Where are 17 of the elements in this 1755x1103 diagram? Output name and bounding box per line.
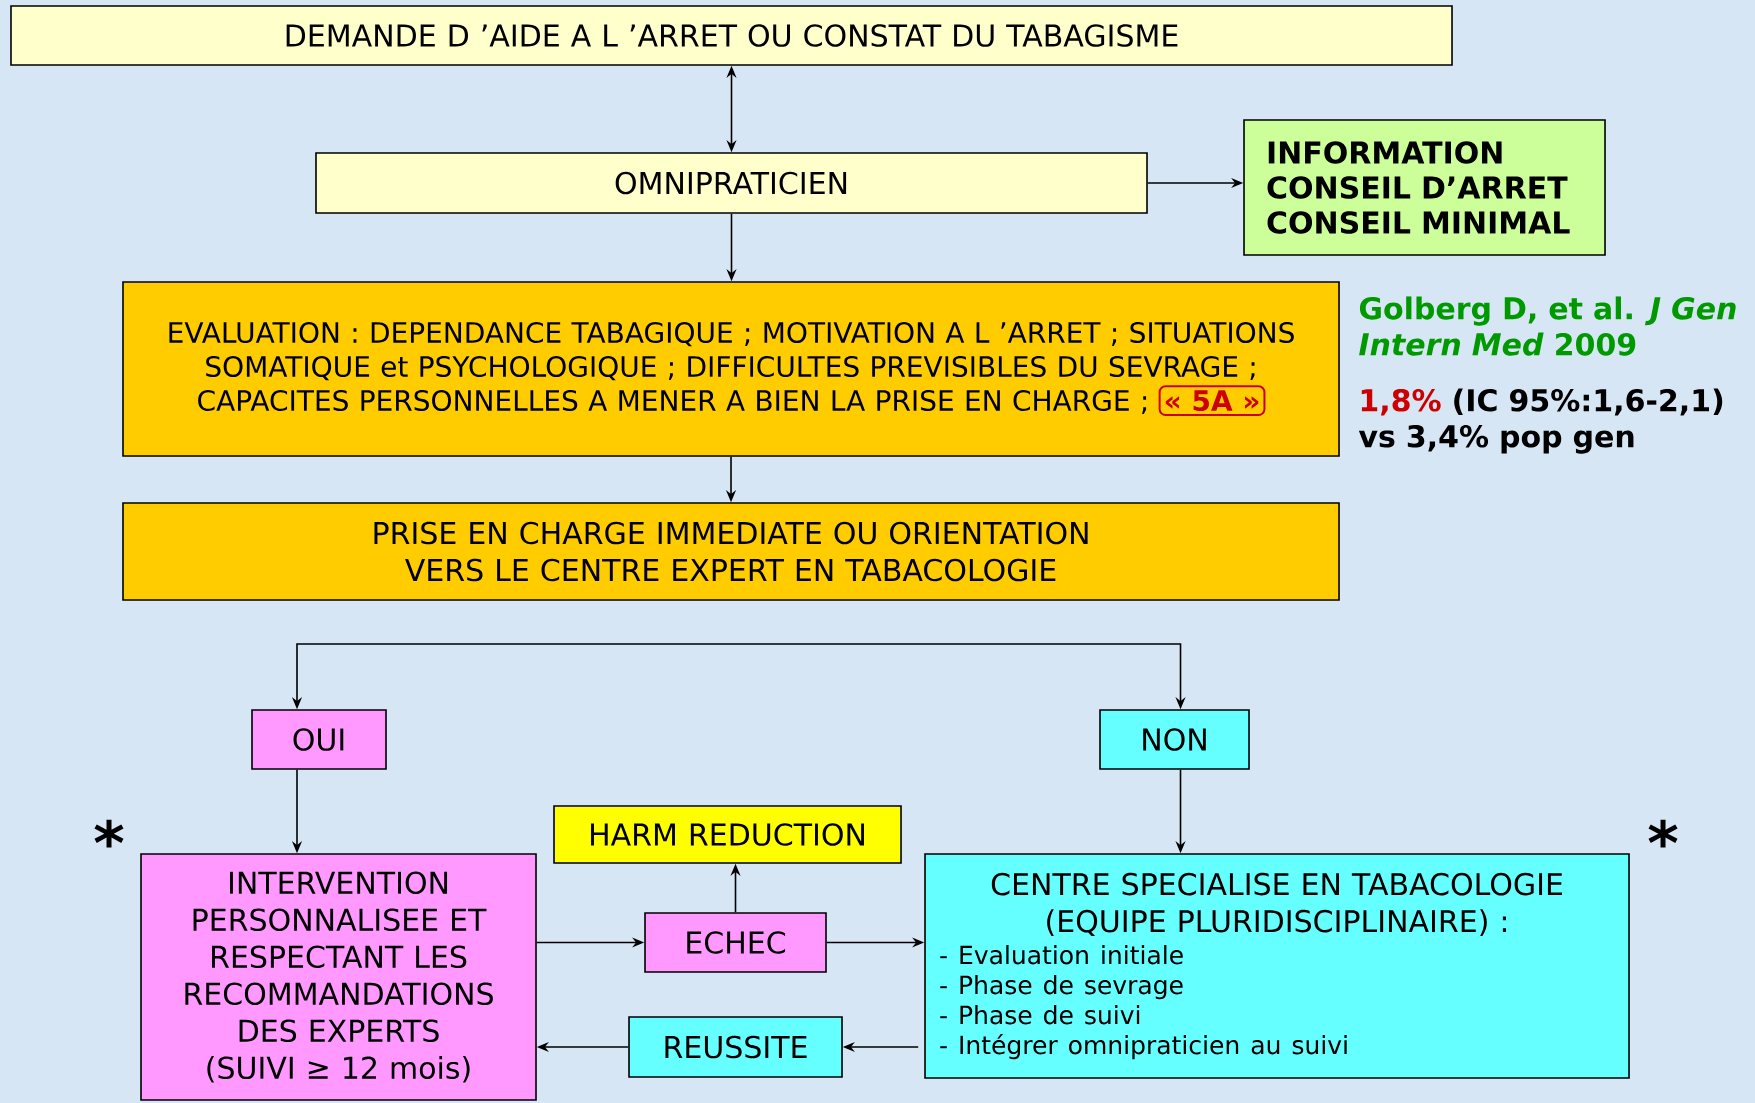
info-box: INFORMATION CONSEIL D’ARRET CONSEIL MINIMAL: [1243, 119, 1606, 256]
process-box: ECHEC: [644, 912, 827, 973]
highlight-box: « 5A »: [1158, 385, 1266, 417]
decision-box: NON: [1099, 709, 1250, 770]
citation-text: Golberg D, et al. J Gen Intern Med 2009: [1359, 296, 1736, 356]
process-box: DEMANDE D ’AIDE A L ’ARRET OU CONSTAT DU TABAGISME: [10, 5, 1453, 66]
process-box: EVALUATION : DEPENDANCE TABAGIQUE ; MOTIVATION A L ’ARRET ; SITUATIONS SOMATIQUE et PSYCHOLOGIQUE ; DIFFICULTES PREVISIBLES DU SEVRAGE ; CAPACITES PERSONNELLES A MENER A BIEN LA PRISE EN CHARGE ; « 5A »: [122, 281, 1340, 457]
asterisk: *: [1648, 819, 1678, 848]
asterisk: *: [94, 819, 124, 848]
process-box: CENTRE SPECIALISE EN TABACOLOGIE (EQUIPE PLURIDISCIPLINAIRE) : - Evaluation initiale - Phase de sevrage - Phase de suivi - Intégrer omnipraticien au suivi: [924, 853, 1630, 1079]
process-box: HARM REDUCTION: [553, 805, 902, 864]
process-box: PRISE EN CHARGE IMMEDIATE OU ORIENTATION VERS LE CENTRE EXPERT EN TABACOLOGIE: [122, 502, 1340, 601]
process-box: INTERVENTION PERSONNALISEE ET RESPECTANT LES RECOMMANDATIONS DES EXPERTS (SUIVI ≥ 12 mois): [140, 853, 537, 1101]
statistic-text: 1,8% (IC 95%:1,6-2,1) vs 3,4% pop gen: [1358, 388, 1723, 454]
process-box: REUSSITE: [628, 1016, 843, 1078]
process-box: OMNIPRATICIEN: [315, 152, 1148, 214]
decision-box: OUI: [251, 709, 387, 770]
